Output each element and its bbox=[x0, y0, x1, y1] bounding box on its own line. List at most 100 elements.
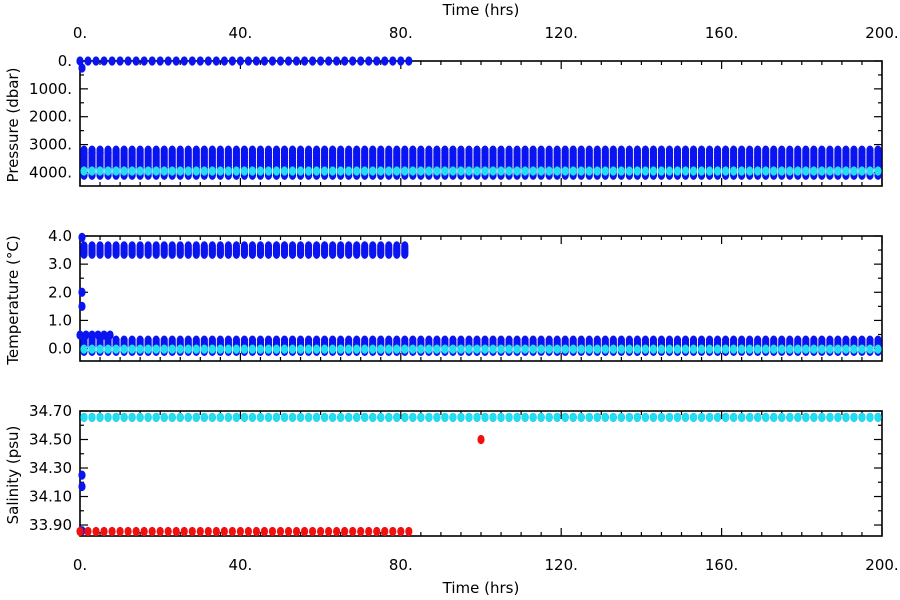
data-point bbox=[497, 412, 505, 423]
data-point bbox=[312, 166, 321, 176]
data-point bbox=[529, 166, 537, 176]
data-point bbox=[132, 56, 140, 66]
data-point bbox=[521, 335, 529, 345]
data-point bbox=[200, 412, 208, 423]
data-point bbox=[192, 412, 200, 423]
data-point bbox=[88, 148, 96, 158]
data-point bbox=[272, 412, 281, 423]
data-point bbox=[144, 412, 152, 423]
data-point bbox=[633, 412, 641, 423]
data-point bbox=[200, 166, 208, 176]
data-point bbox=[818, 166, 826, 176]
data-point bbox=[296, 335, 305, 345]
data-point bbox=[256, 344, 265, 354]
data-point bbox=[80, 412, 88, 423]
data-point bbox=[697, 412, 706, 423]
data-point bbox=[577, 344, 585, 354]
data-point bbox=[689, 412, 698, 423]
data-point bbox=[88, 241, 96, 251]
data-point bbox=[625, 412, 633, 423]
data-point bbox=[176, 241, 184, 251]
data-point bbox=[802, 335, 810, 345]
data-point bbox=[88, 344, 96, 354]
data-point bbox=[228, 56, 236, 66]
data-point bbox=[248, 241, 257, 251]
data-point bbox=[473, 335, 481, 345]
data-point bbox=[341, 526, 349, 537]
data-point bbox=[304, 412, 313, 423]
data-point bbox=[810, 344, 818, 354]
data-point bbox=[112, 344, 120, 354]
data-point bbox=[168, 335, 176, 345]
data-point bbox=[104, 412, 112, 423]
data-point bbox=[349, 526, 357, 537]
data-point bbox=[465, 412, 473, 423]
data-point bbox=[232, 166, 240, 176]
data-point bbox=[292, 56, 301, 66]
data-point bbox=[192, 335, 200, 345]
data-point bbox=[389, 56, 397, 66]
data-point bbox=[112, 241, 120, 251]
data-point bbox=[585, 166, 593, 176]
data-point bbox=[369, 344, 377, 354]
data-point bbox=[473, 344, 481, 354]
data-point bbox=[361, 241, 369, 251]
data-point bbox=[393, 412, 401, 423]
data-point bbox=[106, 330, 114, 340]
data-point bbox=[248, 335, 257, 345]
data-point bbox=[224, 166, 232, 176]
data-point bbox=[192, 166, 200, 176]
data-point bbox=[353, 344, 361, 354]
x-tick-labels-top: 0.40.80.120.160.200. bbox=[73, 24, 899, 42]
data-point bbox=[401, 412, 409, 423]
data-point bbox=[300, 526, 309, 537]
data-point bbox=[264, 335, 273, 345]
data-point bbox=[220, 56, 228, 66]
data-point bbox=[449, 344, 457, 354]
data-point bbox=[144, 335, 152, 345]
data-point bbox=[681, 412, 690, 423]
data-point bbox=[248, 344, 257, 354]
data-point bbox=[738, 335, 746, 345]
data-point bbox=[705, 166, 714, 176]
data-point bbox=[393, 166, 401, 176]
data-point bbox=[208, 344, 216, 354]
data-point bbox=[481, 166, 489, 176]
data-point bbox=[144, 166, 152, 176]
data-point bbox=[228, 526, 236, 537]
data-point bbox=[665, 166, 674, 176]
data-point bbox=[120, 241, 128, 251]
data-point bbox=[649, 166, 658, 176]
data-point bbox=[92, 56, 100, 66]
data-point bbox=[417, 166, 425, 176]
data-point bbox=[401, 241, 409, 251]
data-point bbox=[345, 166, 353, 176]
data-point bbox=[641, 344, 650, 354]
data-point bbox=[625, 344, 633, 354]
data-point bbox=[425, 344, 433, 354]
data-point bbox=[280, 335, 289, 345]
data-point bbox=[617, 335, 625, 345]
data-point bbox=[569, 412, 577, 423]
data-point bbox=[240, 335, 249, 345]
data-point bbox=[256, 166, 265, 176]
data-point bbox=[212, 526, 220, 537]
data-point bbox=[794, 344, 802, 354]
data-point bbox=[268, 526, 277, 537]
data-point bbox=[84, 56, 92, 66]
data-point bbox=[561, 412, 569, 423]
x-tick-labels-bottom: 0.40.80.120.160.200. bbox=[73, 556, 899, 574]
data-point bbox=[240, 241, 249, 251]
data-point bbox=[329, 166, 337, 176]
data-point bbox=[361, 344, 369, 354]
data-point bbox=[633, 166, 641, 176]
data-point bbox=[244, 56, 253, 66]
data-point bbox=[96, 148, 104, 158]
data-point bbox=[240, 344, 249, 354]
data-point bbox=[802, 412, 810, 423]
data-point bbox=[681, 344, 690, 354]
data-point bbox=[465, 166, 473, 176]
data-point bbox=[866, 166, 874, 176]
data-point bbox=[353, 166, 361, 176]
data-point bbox=[196, 526, 204, 537]
